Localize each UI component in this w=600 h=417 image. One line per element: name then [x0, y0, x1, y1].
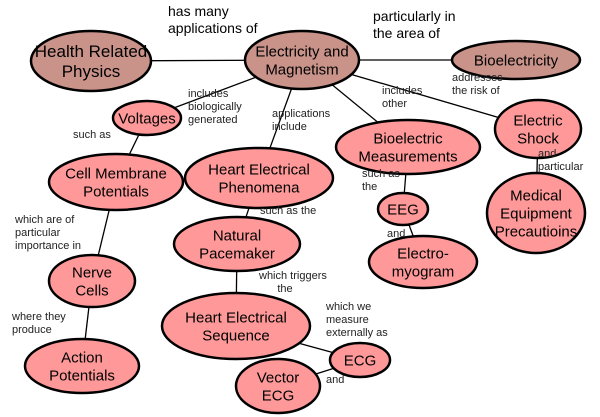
node-ellipse — [172, 215, 302, 273]
node-ellipse — [367, 234, 479, 290]
node-ellipse — [450, 39, 582, 81]
link-label: such as the — [362, 168, 400, 193]
node-ecg: ECG — [328, 341, 392, 379]
node-ellipse — [376, 191, 430, 227]
node-voltages: Voltages — [111, 99, 183, 137]
link-label: such as the — [260, 205, 317, 217]
node-ellipse — [111, 99, 183, 137]
link-label: includes biologically generated — [188, 88, 242, 126]
node-ellipse — [234, 357, 322, 415]
link-label: particularly in the area of — [373, 8, 456, 41]
node-label: Bioelectricity — [474, 52, 559, 69]
node-ellipse — [23, 337, 141, 395]
link-label: such as — [73, 129, 111, 141]
node-label: Electro-myogram — [392, 245, 455, 280]
link-label: and particular — [538, 148, 584, 173]
node-label: EEG — [387, 201, 419, 218]
node-ellipse — [493, 98, 583, 160]
node-ellipse — [243, 29, 361, 91]
node-ellipse — [485, 171, 587, 255]
link-label: which are of particular importance in — [15, 214, 82, 252]
node-ellipse — [334, 118, 482, 176]
link-label: and — [387, 228, 406, 240]
node-eeg: EEG — [376, 191, 430, 227]
node-ellipse — [47, 253, 137, 309]
node-ellipse — [29, 29, 153, 93]
node-label: ECG — [344, 352, 377, 369]
node-bio: Bioelectricity — [450, 39, 582, 81]
node-ellipse — [328, 341, 392, 379]
node-ellipse — [160, 291, 312, 361]
link-label: where they produce — [12, 311, 66, 336]
node-ellipse — [47, 152, 185, 212]
node-ellipse — [183, 146, 335, 210]
link-label: includes other — [382, 85, 423, 110]
link-label: addresses the risk of — [452, 72, 503, 97]
link-label: applications include — [272, 108, 331, 133]
node-label: Voltages — [118, 110, 176, 127]
link-label: and — [326, 374, 345, 386]
node-emg: Electro-myogram — [367, 234, 479, 290]
link-label: which triggers the — [259, 270, 327, 295]
link-label: has many applications of — [168, 3, 258, 36]
link-label: which we measure externally as — [326, 301, 388, 339]
